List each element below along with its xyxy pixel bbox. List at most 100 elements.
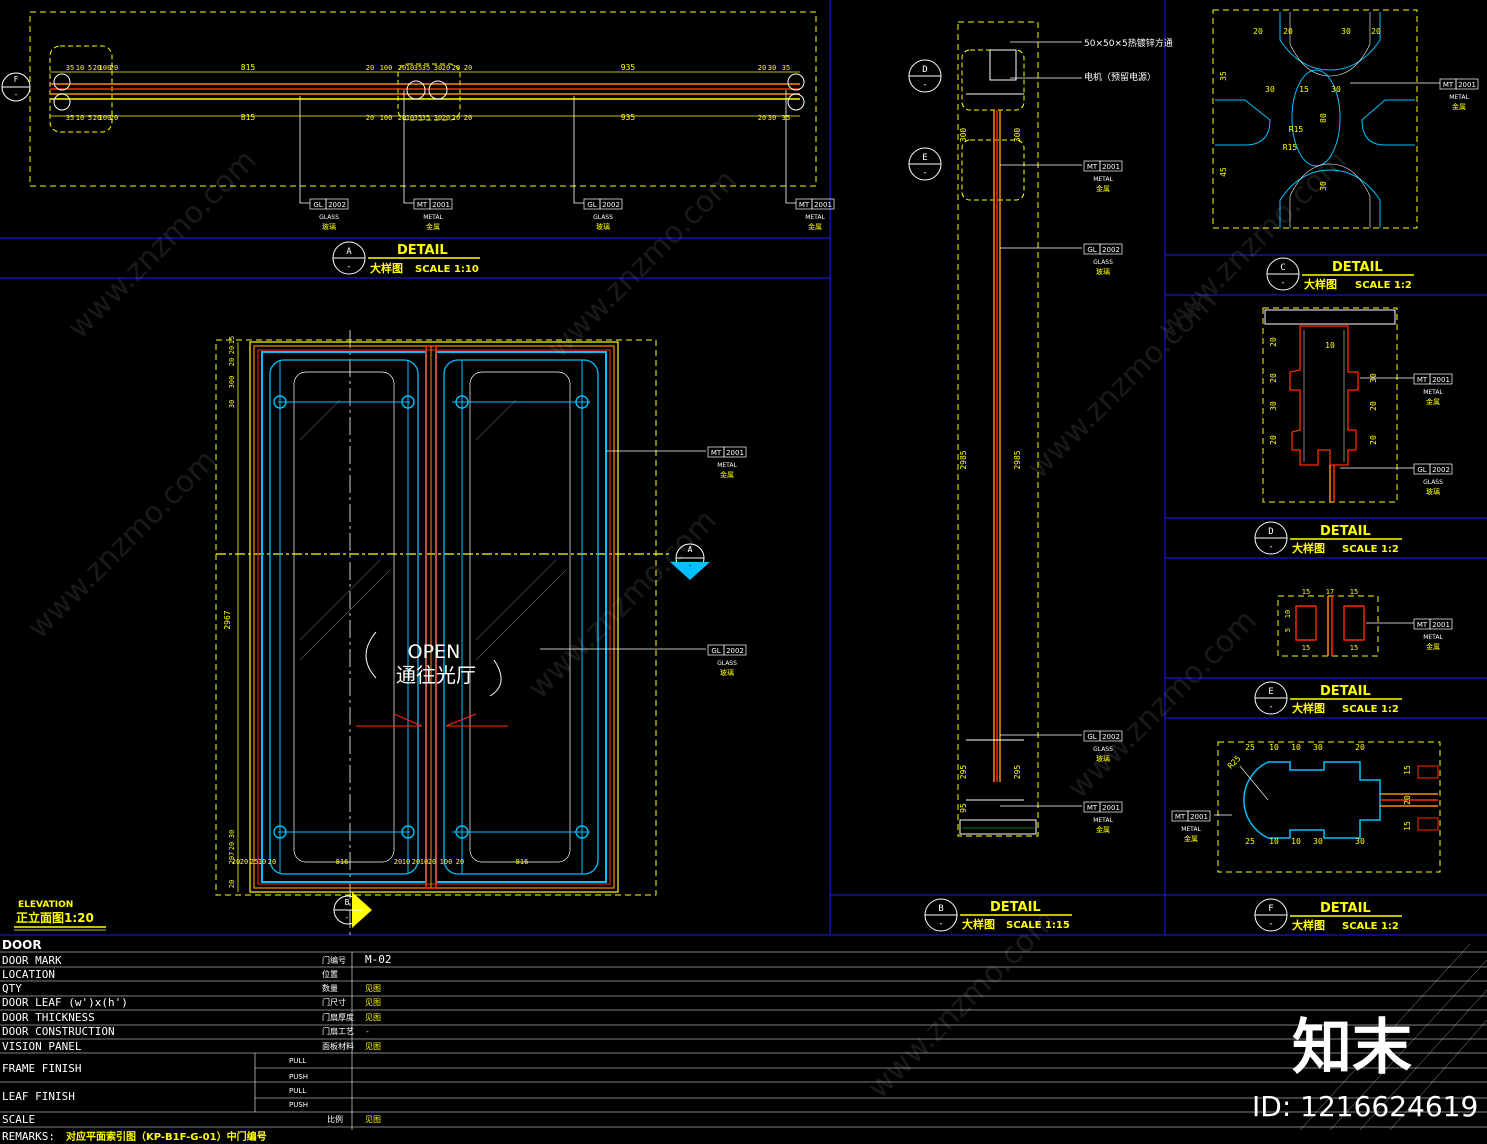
dimension-label: 45: [1219, 167, 1228, 177]
leaf-finish-label: LEAF FINISH: [2, 1090, 75, 1103]
watermark-site: www.znzmo.com: [1151, 143, 1354, 346]
tag-code: GL: [313, 201, 322, 209]
dimension-label: 10: [1269, 743, 1279, 752]
dimension-label: 30: [1341, 27, 1351, 36]
tag-code: GL: [587, 201, 596, 209]
detail-e-sub: -: [1268, 702, 1273, 712]
panel-frames: [0, 0, 1487, 936]
schedule-row-value: -: [365, 1027, 370, 1036]
dimension-label: R25: [1226, 754, 1243, 771]
tag-number: 2001: [432, 201, 450, 209]
tag-number: 2001: [1458, 81, 1476, 89]
detail-a-scale: SCALE 1:10: [415, 264, 479, 275]
tag-material-cn: 玻璃: [1426, 487, 1440, 496]
watermark-site: www.znzmo.com: [541, 163, 744, 366]
detail-d-letter: D: [1268, 527, 1273, 537]
detail-c-word: DETAIL: [1332, 260, 1383, 275]
detail-f-scale: SCALE 1:2: [1342, 921, 1399, 932]
watermark-id: ID: 1216624619: [1252, 1090, 1478, 1123]
schedule-row-value: M-02: [365, 953, 392, 966]
pivot-circle: [428, 80, 448, 100]
detail-a-title: A - DETAIL 大样图 SCALE 1:10: [332, 241, 480, 275]
dimension-label: 20: [464, 64, 472, 72]
tag-code: MT: [711, 449, 722, 457]
dim-815-bottom: 815: [241, 113, 256, 122]
detail-e-cn: 大样图: [1292, 701, 1325, 715]
tag-number: 2001: [1190, 813, 1208, 821]
watermark-brand: 知末: [1292, 1013, 1412, 1083]
dimension-label: 15: [1403, 821, 1412, 831]
dimension-label: 100: [380, 64, 393, 72]
tag-number-box: [1099, 801, 1123, 813]
dimension-label: 10: [1269, 837, 1279, 846]
dimension-label: 10: [76, 64, 84, 72]
detail-e-word: DETAIL: [1320, 684, 1371, 699]
schedule-row-value: 见图: [365, 984, 381, 993]
dimension-label: 20: [452, 64, 460, 72]
dimension-label: 15: [1302, 588, 1310, 596]
dimension-label: 35: [1219, 71, 1228, 81]
detail-a-word: DETAIL: [397, 243, 448, 258]
dim-935-bottom: 935: [621, 113, 636, 122]
tag-number: 2002: [1432, 466, 1450, 474]
tag-material-en: METAL: [423, 214, 443, 221]
detail-b-letter: B: [938, 904, 943, 914]
detail-b-sub: -: [938, 919, 943, 929]
open-label: OPEN: [408, 641, 461, 663]
tag-code: MT: [1087, 804, 1098, 812]
tag-number-box: [1187, 810, 1211, 822]
remarks-label: REMARKS:: [2, 1130, 55, 1143]
dimension-label: 20: [1371, 27, 1381, 36]
schedule-row-label-cn: 位置: [322, 969, 338, 979]
scale-label-cn: 比例: [327, 1114, 343, 1124]
section-marker-e: E -: [908, 147, 942, 181]
dimension-label: 25: [1245, 743, 1255, 752]
dimension-label: 10: [76, 114, 84, 122]
tag-material-en: METAL: [1093, 176, 1113, 183]
detail-c-letter: C: [1280, 263, 1285, 273]
dimension-label: 15: [228, 336, 236, 344]
dimension-label: 20: [412, 858, 420, 866]
dimension-label: 20: [1283, 27, 1293, 36]
tag-number: 2001: [1432, 376, 1450, 384]
detail-a-extent: [29, 11, 817, 187]
open-destination-label: 通往光厅: [396, 663, 476, 687]
dimension-label: 10: [1284, 610, 1292, 618]
detail-f-cn: 大样图: [1292, 918, 1325, 932]
tag-number: 2001: [726, 449, 744, 457]
tag-code: MT: [417, 201, 428, 209]
dimension-label: 10: [406, 114, 414, 122]
detail-e-callout: [397, 63, 461, 121]
dimension-label: 5: [88, 64, 92, 72]
pivot-circle: [787, 73, 805, 91]
dimension-label: 300: [1013, 128, 1022, 143]
tag-material-cn: 金属: [1452, 102, 1466, 111]
dimension-label: 20: [228, 358, 236, 366]
dimension-label: 35: [422, 114, 430, 122]
tag-material-cn: 金属: [1184, 834, 1198, 843]
elevation-height-dim: 2967: [223, 610, 232, 629]
tag-material-en: METAL: [1093, 817, 1113, 824]
elevation-title-cn: 正立面图1:20: [16, 910, 94, 925]
watermark-site: www.znzmo.com: [1061, 603, 1264, 806]
dimension-label: 10: [402, 858, 410, 866]
tag-number-box: [1429, 618, 1453, 630]
tag-number-box: [1099, 160, 1123, 172]
schedule-row-value: 见图: [365, 1013, 381, 1022]
dimension-label: 35: [422, 64, 430, 72]
tag-number: 2002: [328, 201, 346, 209]
tag-code: MT: [1417, 376, 1428, 384]
dimension-label: 295: [1013, 765, 1022, 780]
dimension-label: 20: [394, 858, 402, 866]
dimension-label: 20: [758, 64, 766, 72]
dimension-label: 20: [442, 64, 450, 72]
